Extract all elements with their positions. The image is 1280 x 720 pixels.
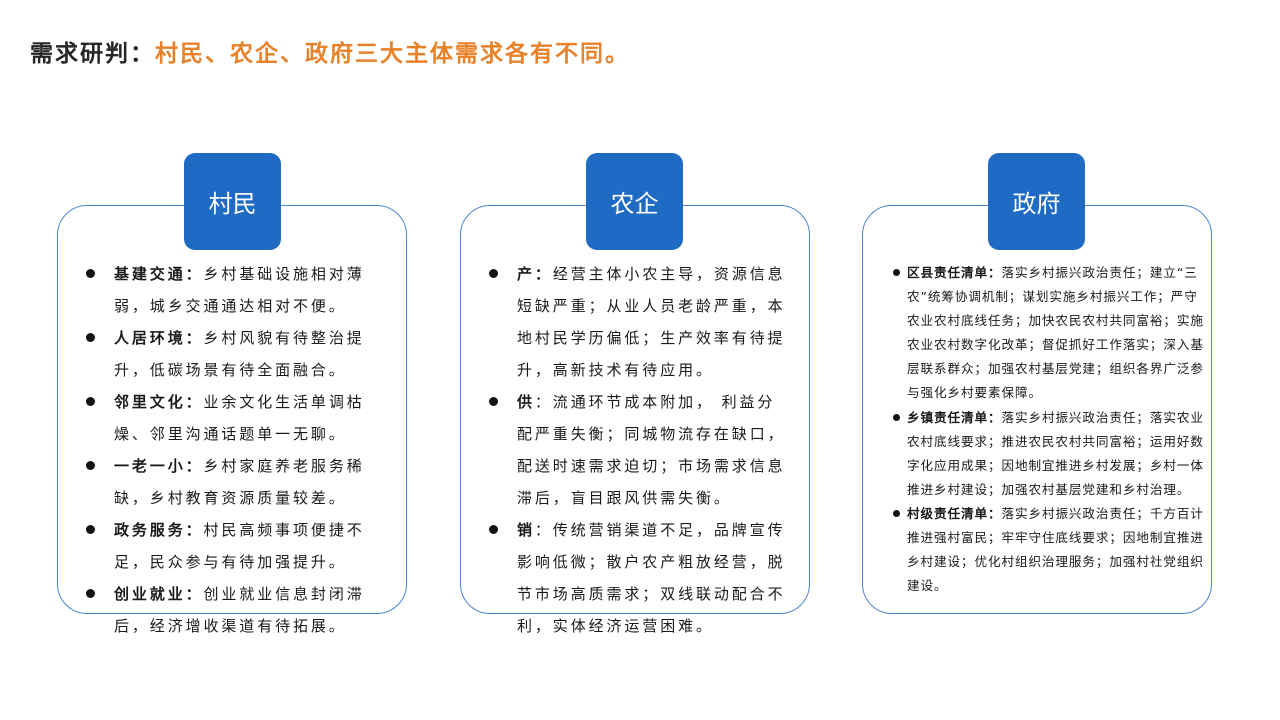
villagers-list: 基建交通：乡村基础设施相对薄弱，城乡交通通达相对不便。 人居环境：乡村风貌有待整… [86, 258, 372, 642]
bullet-icon [86, 525, 95, 534]
tab-government: 政府 [988, 153, 1085, 250]
item-text: 创业就业信息封闭滞后，经济增收渠道有待拓展。 [114, 585, 365, 635]
item-heading: 一老一小： [114, 457, 204, 475]
item-heading: 邻里文化： [114, 393, 204, 411]
item-text: ：传统营销渠道不足，品牌宣传影响低微；散户农产粗放经营，脱节市场高质需求；双线联… [517, 521, 786, 635]
list-item: 区县责任清单：落实乡村振兴政治责任；建立“三农”统筹协调机制；谋划实施乡村振兴工… [893, 261, 1205, 406]
government-list: 区县责任清单：落实乡村振兴政治责任；建立“三农”统筹协调机制；谋划实施乡村振兴工… [893, 261, 1205, 598]
item-heading: 人居环境： [114, 329, 204, 347]
list-item: 邻里文化：业余文化生活单调枯燥、邻里沟通话题单一无聊。 [86, 386, 372, 450]
item-text: 乡村家庭养老服务稀缺，乡村教育资源质量较差。 [114, 457, 365, 507]
item-text: 业余文化生活单调枯燥、邻里沟通话题单一无聊。 [114, 393, 365, 443]
list-item: 一老一小：乡村家庭养老服务稀缺，乡村教育资源质量较差。 [86, 450, 372, 514]
item-heading: 政务服务： [114, 521, 204, 539]
list-item: 人居环境：乡村风貌有待整治提升，低碳场景有待全面融合。 [86, 322, 372, 386]
item-heading: 销 [517, 521, 535, 539]
list-item: 基建交通：乡村基础设施相对薄弱，城乡交通通达相对不便。 [86, 258, 372, 322]
item-heading: 村级责任清单： [907, 505, 1002, 521]
item-text: ：流通环节成本附加， 利益分配严重失衡；同城物流存在缺口，配送时速需求迫切；市场… [517, 393, 786, 507]
item-heading: 创业就业： [114, 585, 204, 603]
item-text: 乡村风貌有待整治提升，低碳场景有待全面融合。 [114, 329, 365, 379]
item-heading: 产： [517, 265, 553, 283]
item-text: 落实乡村振兴政治责任；千方百计推进强村富民；牢牢守住底线要求；因地制宜推进乡村建… [907, 505, 1204, 594]
enterprises-list: 产：经营主体小农主导，资源信息短缺严重；从业人员老龄严重，本地村民学历偏低；生产… [489, 258, 793, 642]
bullet-icon [86, 397, 95, 406]
item-text: 落实乡村振兴政治责任；建立“三农”统筹协调机制；谋划实施乡村振兴工作；严守农业农… [907, 265, 1204, 401]
bullet-icon [489, 269, 498, 278]
item-heading: 基建交通： [114, 265, 204, 283]
item-heading: 区县责任清单： [907, 265, 1002, 280]
title-main: 村民、农企、政府三大主体需求各有不同。 [155, 41, 630, 67]
bullet-icon [489, 397, 498, 406]
bullet-icon [86, 461, 95, 470]
item-text: 落实乡村振兴政治责任；落实农业农村底线要求；推进农民农村共同富裕；运用好数字化应… [907, 409, 1204, 497]
list-item: 供：流通环节成本附加， 利益分配严重失衡；同城物流存在缺口，配送时速需求迫切；市… [489, 386, 793, 514]
list-item: 乡镇责任清单：落实乡村振兴政治责任；落实农业农村底线要求；推进农民农村共同富裕；… [893, 406, 1205, 502]
title-prefix: 需求研判： [30, 41, 155, 67]
bullet-icon [893, 269, 900, 276]
list-item: 销：传统营销渠道不足，品牌宣传影响低微；散户农产粗放经营，脱节市场高质需求；双线… [489, 514, 793, 642]
item-heading: 乡镇责任清单： [907, 409, 1002, 425]
item-text: 村民高频事项便捷不足，民众参与有待加强提升。 [114, 521, 365, 571]
bullet-icon [86, 333, 95, 342]
tab-enterprises: 农企 [586, 153, 683, 250]
tab-villagers: 村民 [184, 153, 281, 250]
bullet-icon [86, 269, 95, 278]
list-item: 产：经营主体小农主导，资源信息短缺严重；从业人员老龄严重，本地村民学历偏低；生产… [489, 258, 793, 386]
list-item: 村级责任清单：落实乡村振兴政治责任；千方百计推进强村富民；牢牢守住底线要求；因地… [893, 502, 1205, 598]
bullet-icon [86, 589, 95, 598]
item-heading: 供 [517, 393, 535, 411]
list-item: 政务服务：村民高频事项便捷不足，民众参与有待加强提升。 [86, 514, 372, 578]
bullet-icon [893, 413, 900, 421]
list-item: 创业就业：创业就业信息封闭滞后，经济增收渠道有待拓展。 [86, 578, 372, 642]
bullet-icon [893, 509, 900, 517]
item-text: 乡村基础设施相对薄弱，城乡交通通达相对不便。 [114, 265, 365, 315]
slide-title: 需求研判：村民、农企、政府三大主体需求各有不同。 [30, 34, 630, 68]
item-text: 经营主体小农主导，资源信息短缺严重；从业人员老龄严重，本地村民学历偏低；生产效率… [517, 265, 786, 379]
bullet-icon [489, 525, 498, 534]
